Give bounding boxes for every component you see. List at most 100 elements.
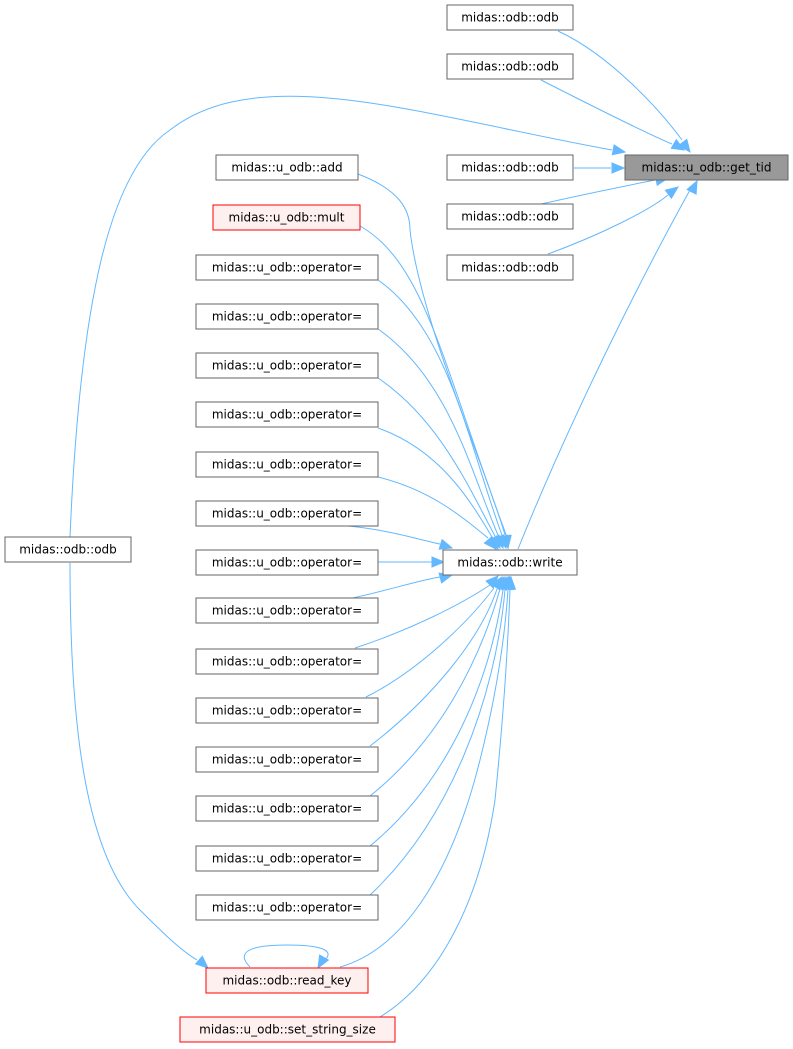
node-label: midas::u_odb::operator= — [212, 556, 362, 570]
node-label: midas::odb::odb — [461, 161, 559, 175]
node-add[interactable]: midas::u_odb::add — [215, 154, 359, 181]
edge-odb_left-to-read_key — [69, 562, 209, 969]
edge-line — [365, 587, 495, 698]
edge-odb_c-to-get_tid — [574, 162, 626, 174]
node-box — [195, 500, 379, 527]
node-box — [446, 4, 574, 31]
node-box — [195, 697, 379, 724]
edge-line — [369, 589, 504, 847]
node-box — [624, 154, 789, 181]
node-label: midas::odb::odb — [461, 60, 559, 74]
node-label: midas::u_odb::mult — [229, 211, 345, 225]
arrowhead — [611, 162, 626, 174]
node-box — [179, 1016, 396, 1043]
node-op3[interactable]: midas::u_odb::operator= — [195, 352, 379, 379]
node-set-string-size[interactable]: midas::u_odb::set_string_size — [179, 1016, 396, 1043]
edge-line — [377, 377, 496, 537]
node-label: midas::u_odb::operator= — [212, 261, 362, 275]
node-label: midas::u_odb::get_tid — [642, 161, 772, 175]
node-op10[interactable]: midas::u_odb::operator= — [195, 697, 379, 724]
node-box — [446, 254, 574, 281]
edge-line — [69, 562, 198, 961]
node-read-key[interactable]: midas::odb::read_key — [205, 967, 369, 994]
node-label: midas::odb::odb — [461, 210, 559, 224]
node-odb-b[interactable]: midas::odb::odb — [446, 53, 574, 80]
node-get-tid[interactable]: midas::u_odb::get_tid — [624, 154, 789, 181]
arrowhead — [677, 138, 691, 154]
edge-line — [557, 30, 683, 141]
edge-line — [517, 189, 691, 550]
node-mult[interactable]: midas::u_odb::mult — [212, 204, 361, 231]
edge-odb_e-to-get_tid — [547, 186, 680, 255]
edge-set_string_size-to-write — [379, 575, 517, 1018]
node-odb-c[interactable]: midas::odb::odb — [446, 154, 574, 181]
node-label: midas::odb::odb — [461, 11, 559, 25]
node-label: midas::u_odb::operator= — [212, 852, 362, 866]
arrowhead — [194, 955, 209, 969]
edge-line — [540, 79, 673, 145]
arrowhead — [686, 179, 698, 195]
node-box — [446, 154, 574, 181]
arrowhead — [664, 186, 680, 200]
node-label: midas::odb::write — [457, 556, 562, 570]
node-box — [205, 967, 369, 994]
node-op2[interactable]: midas::u_odb::operator= — [195, 303, 379, 330]
node-label: midas::u_odb::operator= — [212, 458, 362, 472]
arrowhead — [670, 138, 686, 151]
node-op7[interactable]: midas::u_odb::operator= — [195, 549, 379, 576]
node-op6[interactable]: midas::u_odb::operator= — [195, 500, 379, 527]
edge-line — [377, 476, 489, 539]
node-box — [195, 894, 379, 921]
edge-odb_left-to-get_tid — [69, 95, 627, 538]
node-label: midas::u_odb::set_string_size — [199, 1023, 376, 1037]
node-box — [442, 549, 578, 576]
node-label: midas::odb::read_key — [222, 974, 351, 988]
node-box — [195, 845, 379, 872]
edge-line — [377, 328, 499, 536]
edge-op6-to-write — [347, 525, 454, 550]
node-odb-d[interactable]: midas::odb::odb — [446, 203, 574, 230]
node-box — [4, 536, 132, 563]
node-box — [195, 648, 379, 675]
edge-line — [369, 588, 498, 747]
edge-op12-to-write — [369, 575, 508, 797]
edge-line — [377, 427, 493, 538]
edge-line — [347, 576, 441, 600]
edge-write-to-get_tid — [517, 179, 698, 550]
edge-op7-to-write — [378, 556, 446, 568]
node-label: midas::u_odb::operator= — [212, 604, 362, 618]
edge-line — [69, 95, 613, 538]
node-box — [195, 549, 379, 576]
arrowhead — [611, 144, 627, 156]
node-odb-a[interactable]: midas::odb::odb — [446, 4, 574, 31]
node-op1[interactable]: midas::u_odb::operator= — [195, 254, 379, 281]
edge-op13-to-write — [369, 575, 511, 847]
node-op13[interactable]: midas::u_odb::operator= — [195, 845, 379, 872]
node-op9[interactable]: midas::u_odb::operator= — [195, 648, 379, 675]
node-op12[interactable]: midas::u_odb::operator= — [195, 795, 379, 822]
node-box — [446, 203, 574, 230]
node-box — [195, 352, 379, 379]
node-odb-e[interactable]: midas::odb::odb — [446, 254, 574, 281]
edge-odb_b-to-get_tid — [540, 79, 686, 151]
edge-op5-to-write — [377, 476, 497, 550]
edge-line — [369, 589, 506, 896]
node-odb-left[interactable]: midas::odb::odb — [4, 536, 132, 563]
node-box — [195, 451, 379, 478]
edge-op8-to-write — [347, 572, 454, 600]
node-box — [215, 154, 359, 181]
edge-line — [377, 279, 503, 536]
node-op11[interactable]: midas::u_odb::operator= — [195, 746, 379, 773]
node-label: midas::u_odb::operator= — [212, 310, 362, 324]
nodes-layer: midas::u_odb::get_tidmidas::odb::odbmida… — [4, 4, 789, 1043]
node-write[interactable]: midas::odb::write — [442, 549, 578, 576]
node-label: midas::u_odb::operator= — [212, 655, 362, 669]
edge-op14-to-write — [369, 575, 513, 896]
node-op5[interactable]: midas::u_odb::operator= — [195, 451, 379, 478]
node-op8[interactable]: midas::u_odb::operator= — [195, 597, 379, 624]
edge-read_key-to-read_key — [243, 944, 330, 970]
node-op4[interactable]: midas::u_odb::operator= — [195, 401, 379, 428]
node-label: midas::u_odb::operator= — [212, 408, 362, 422]
edge-line — [369, 588, 501, 797]
node-op14[interactable]: midas::u_odb::operator= — [195, 894, 379, 921]
